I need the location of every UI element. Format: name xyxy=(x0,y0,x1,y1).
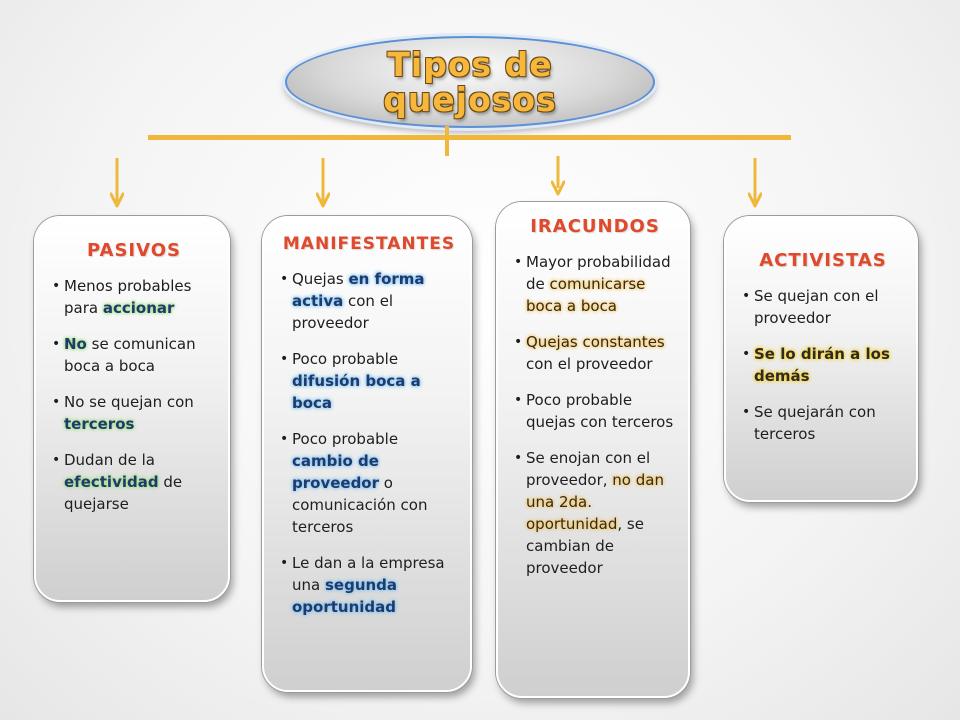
item-text: Poco probable xyxy=(292,430,399,448)
category-list: Menos probables para accionarNo se comun… xyxy=(52,275,216,515)
list-item: Se lo dirán a los demás xyxy=(742,343,904,387)
horizontal-connector xyxy=(148,135,791,140)
item-text: con el proveedor xyxy=(292,292,394,332)
highlighted-text: accionar xyxy=(102,299,175,317)
item-text: No se quejan con xyxy=(64,393,194,411)
highlighted-text: difusión boca a boca xyxy=(292,372,421,412)
category-card-pasivos: PASIVOS Menos probables para accionar No … xyxy=(34,216,230,602)
highlighted-text: Se lo dirán a los demás xyxy=(754,345,890,385)
item-text: Poco probable quejas con terceros xyxy=(526,391,674,431)
item-text: Le dan a la empresa una xyxy=(292,554,445,594)
item-text: Quejas xyxy=(292,270,349,288)
category-card-manifestantes: MANIFESTANTES Quejas en forma activa con… xyxy=(262,216,472,692)
category-list: Se quejan con el proveedor Se lo dirán a … xyxy=(742,285,904,445)
highlighted-text: comunicarse boca a boca xyxy=(526,275,646,315)
item-text: se comunican boca a boca xyxy=(64,335,196,375)
category-list: Mayor probabilidad de comunicarse boca a… xyxy=(514,251,676,579)
title-ellipse: Tipos de quejosos xyxy=(285,36,655,128)
item-text: o comunicación con terceros xyxy=(292,474,428,536)
highlighted-text: terceros xyxy=(64,415,135,433)
list-item: Se quejan con el proveedor xyxy=(742,285,904,329)
arrow-down-icon-1 xyxy=(110,158,124,208)
arrow-down-icon-2 xyxy=(316,158,330,208)
list-item: Poco probable difusión boca a boca xyxy=(280,348,458,414)
list-item: Poco probable quejas con terceros xyxy=(514,389,676,433)
list-item: No se quejan con terceros xyxy=(52,391,216,435)
list-item: Se enojan con el proveedor, no dan una 2… xyxy=(514,447,676,579)
category-title: PASIVOS xyxy=(86,240,181,261)
list-item: Se quejarán con terceros xyxy=(742,401,904,445)
category-title: IRACUNDOS xyxy=(530,216,660,237)
category-title: MANIFESTANTES xyxy=(282,234,456,254)
list-item: Poco probable cambio de proveedor o comu… xyxy=(280,428,458,538)
category-card-iracundos: IRACUNDOS Mayor probabilidad de comunica… xyxy=(496,202,690,698)
item-text: Se enojan con el proveedor, xyxy=(526,449,651,489)
category-list: Quejas en forma activa con el proveedorP… xyxy=(280,268,458,618)
highlighted-text: No xyxy=(64,335,87,353)
highlighted-text: en forma activa xyxy=(292,270,425,310)
item-text: Se quejarán con terceros xyxy=(754,403,876,443)
arrow-down-icon-4 xyxy=(748,158,762,208)
item-text: con el proveedor xyxy=(526,355,653,373)
list-item: Quejas constantes con el proveedor xyxy=(514,331,676,375)
item-text: Mayor probabilidad de xyxy=(526,253,671,293)
list-item: Le dan a la empresa una segunda oportuni… xyxy=(280,552,458,618)
list-item: Mayor probabilidad de comunicarse boca a… xyxy=(514,251,676,317)
item-text: Se quejan con el proveedor xyxy=(754,287,879,327)
list-item: Dudan de la efectividad de quejarse xyxy=(52,449,216,515)
list-item: Menos probables para accionar xyxy=(52,275,216,319)
list-item: Quejas en forma activa con el proveedor xyxy=(280,268,458,334)
highlighted-text: Quejas constantes xyxy=(526,333,665,351)
item-text: , se cambian de proveedor xyxy=(526,515,644,577)
list-item: No se comunican boca a boca xyxy=(52,333,216,377)
item-text: de quejarse xyxy=(64,473,183,513)
item-text: Poco probable xyxy=(292,350,399,368)
highlighted-text: cambio de proveedor xyxy=(292,452,380,492)
category-card-activistas: ACTIVISTAS Se quejan con el proveedorSe … xyxy=(724,216,918,502)
item-text: Menos probables para xyxy=(64,277,192,317)
arrow-down-icon-3 xyxy=(551,156,565,196)
highlighted-text: no dan una 2da. oportunidad xyxy=(526,471,664,533)
highlighted-text: efectividad xyxy=(64,473,159,491)
item-text: Dudan de la xyxy=(64,451,155,469)
category-title: ACTIVISTAS xyxy=(759,250,887,271)
highlighted-text: segunda oportunidad xyxy=(292,576,398,616)
title-stem xyxy=(445,126,449,156)
diagram-title: Tipos de quejosos xyxy=(383,45,557,119)
